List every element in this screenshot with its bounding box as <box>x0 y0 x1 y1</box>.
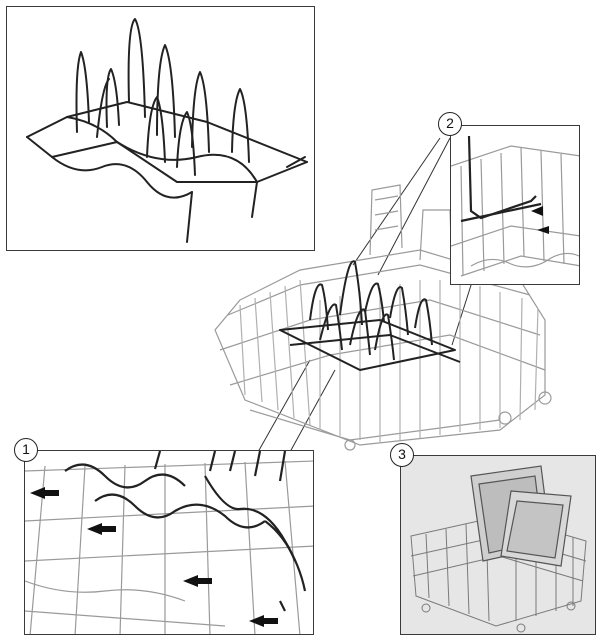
arrow-icon <box>531 206 543 216</box>
arrow-icon <box>102 526 116 532</box>
detail-2-drawing <box>451 135 579 277</box>
arrow-icon <box>183 575 198 587</box>
arrow-icon <box>264 618 278 624</box>
detail-3-panel <box>400 455 596 635</box>
arrow-icon <box>30 487 45 499</box>
arrow-icon <box>537 226 549 234</box>
detail-1-panel <box>24 450 314 635</box>
rack-insert-drawing <box>26 18 308 243</box>
detail-3-drawing <box>410 465 587 633</box>
callout-2: 2 <box>438 112 462 136</box>
detail-2-panel <box>450 125 580 285</box>
arrow-icon <box>249 615 264 627</box>
callout-3: 3 <box>390 443 414 467</box>
arrow-icon <box>45 490 59 496</box>
detail-1-drawing <box>25 451 313 634</box>
callout-1: 1 <box>14 438 38 462</box>
arrow-icon <box>87 523 102 535</box>
arrow-icon <box>198 578 212 584</box>
rack-insert-detail-panel <box>6 6 315 251</box>
